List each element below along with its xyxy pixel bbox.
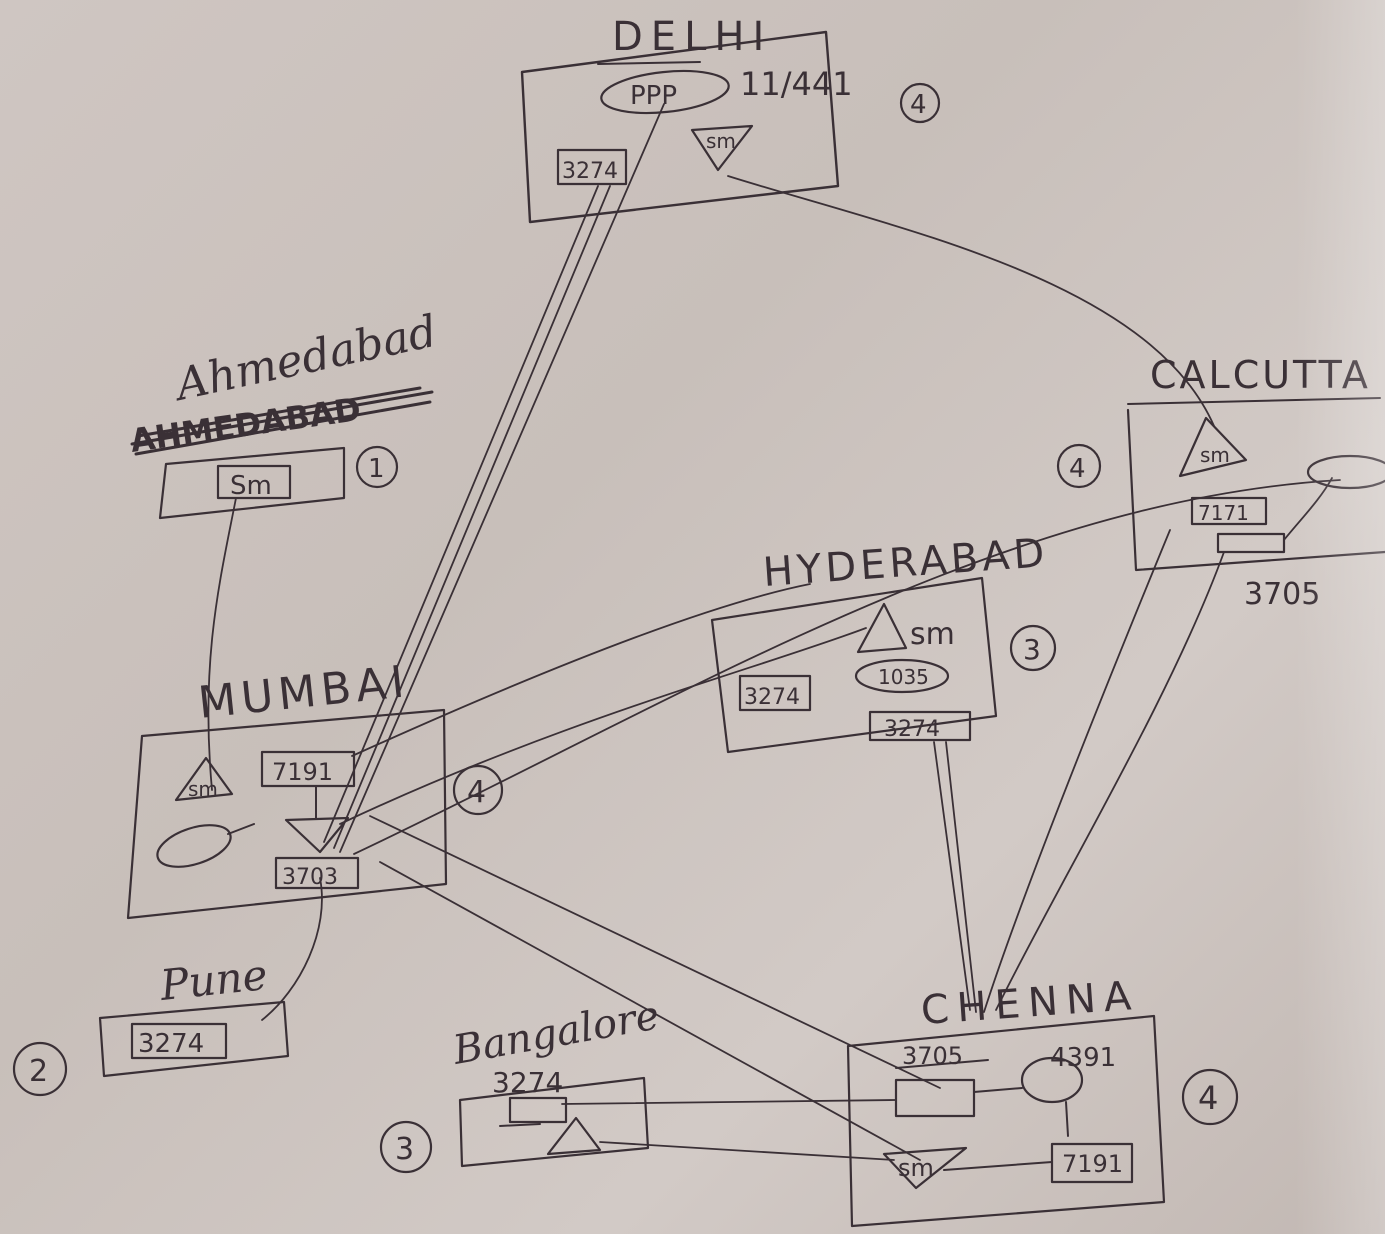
site-delhi-label: DELHI [612, 14, 772, 60]
site-delhi: DELHI PPP 11/441 3274 sm 4 [522, 14, 939, 222]
site-hyderabad-label: HYDERABAD [761, 530, 1049, 596]
hyderabad-3274b-label: 3274 [884, 717, 940, 742]
calcutta-count: 4 [1069, 454, 1086, 484]
hyderabad-3274-label: 3274 [744, 685, 800, 710]
link-calcutta-chennai-a [984, 530, 1170, 1012]
mumbai-3703-label: 3703 [282, 865, 338, 890]
calcutta-device-number: 3705 [1244, 577, 1320, 612]
bangalore-box-tick [500, 1124, 540, 1126]
link-calcutta-chennai-b [996, 552, 1224, 1010]
site-ahmedabad-label: Ahmedabad [168, 306, 442, 412]
link-mumbai-calcutta [354, 480, 1340, 854]
link-delhi-3274-mumbai-a [324, 186, 598, 842]
bangalore-count: 3 [395, 1132, 414, 1167]
chennai-sm-7191-link [944, 1162, 1052, 1170]
pune-3274-label: 3274 [138, 1029, 204, 1059]
site-bangalore: Bangalore 3274 3 [381, 992, 663, 1172]
hyderabad-sm-label: sm [910, 617, 955, 652]
site-calcutta-label: CALCUTTA [1150, 353, 1371, 397]
chennai-internal-links [974, 1088, 1068, 1136]
bangalore-device-box [510, 1098, 566, 1122]
delhi-count: 4 [910, 90, 927, 120]
hyderabad-1035-label: 1035 [878, 665, 929, 689]
site-hyderabad: HYDERABAD sm 3274 1035 3274 3 [712, 530, 1055, 752]
link-delhi-calcutta [728, 176, 1214, 426]
site-mumbai: MUMBAI sm 7191 3703 4 [128, 656, 502, 918]
site-bangalore-label: Bangalore [449, 992, 663, 1074]
site-chennai-label: CHENNA [919, 973, 1140, 1034]
chennai-site-box [848, 1016, 1164, 1226]
link-calcutta-ring [1284, 478, 1332, 540]
delhi-sm-label: sm [706, 129, 736, 153]
link-hyderabad-chennai [934, 742, 976, 1012]
site-pune-label: Pune [157, 950, 270, 1010]
pune-count: 2 [29, 1054, 48, 1089]
chennai-count: 4 [1198, 1079, 1218, 1117]
link-ahmedabad-mumbai [208, 498, 236, 790]
delhi-extra-label: 11/441 [740, 65, 853, 103]
mumbai-ring [152, 817, 235, 875]
calcutta-7171-label: 7171 [1198, 501, 1249, 525]
mumbai-7191-label: 7191 [272, 758, 333, 786]
site-pune: Pune 3274 2 [14, 950, 288, 1095]
site-chennai: CHENNA 3705 4391 sm 7191 4 [848, 973, 1237, 1226]
mumbai-ring-link [228, 824, 254, 834]
calcutta-sm-label: sm [1200, 443, 1230, 467]
site-ahmedabad: Ahmedabad AHMEDABAD Sm 1 [128, 306, 442, 518]
ahmedabad-count: 1 [368, 454, 385, 484]
chennai-4391-label: 4391 [1050, 1043, 1116, 1073]
delhi-ppp-label: PPP [630, 81, 677, 111]
chennai-7191-label: 7191 [1062, 1150, 1123, 1178]
calcutta-rule [1128, 398, 1380, 404]
link-bangalore-chennai-3705 [562, 1100, 896, 1104]
bangalore-triangle [548, 1118, 600, 1154]
calcutta-ring [1308, 456, 1385, 488]
hyderabad-count: 3 [1023, 633, 1041, 666]
mumbai-sm-label: sm [188, 777, 218, 801]
site-mumbai-label: MUMBAI [196, 656, 412, 729]
network-links [208, 104, 1340, 1160]
delhi-3274-label: 3274 [562, 159, 618, 184]
mumbai-count: 4 [467, 775, 486, 810]
calcutta-site-box [1128, 410, 1385, 570]
ahmedabad-sm-label: Sm [230, 471, 272, 501]
delhi-site-box [522, 32, 838, 222]
delhi-underline [598, 62, 700, 64]
site-calcutta: CALCUTTA sm 7171 3705 4 [1058, 353, 1385, 612]
calcutta-3705-box [1218, 534, 1284, 552]
